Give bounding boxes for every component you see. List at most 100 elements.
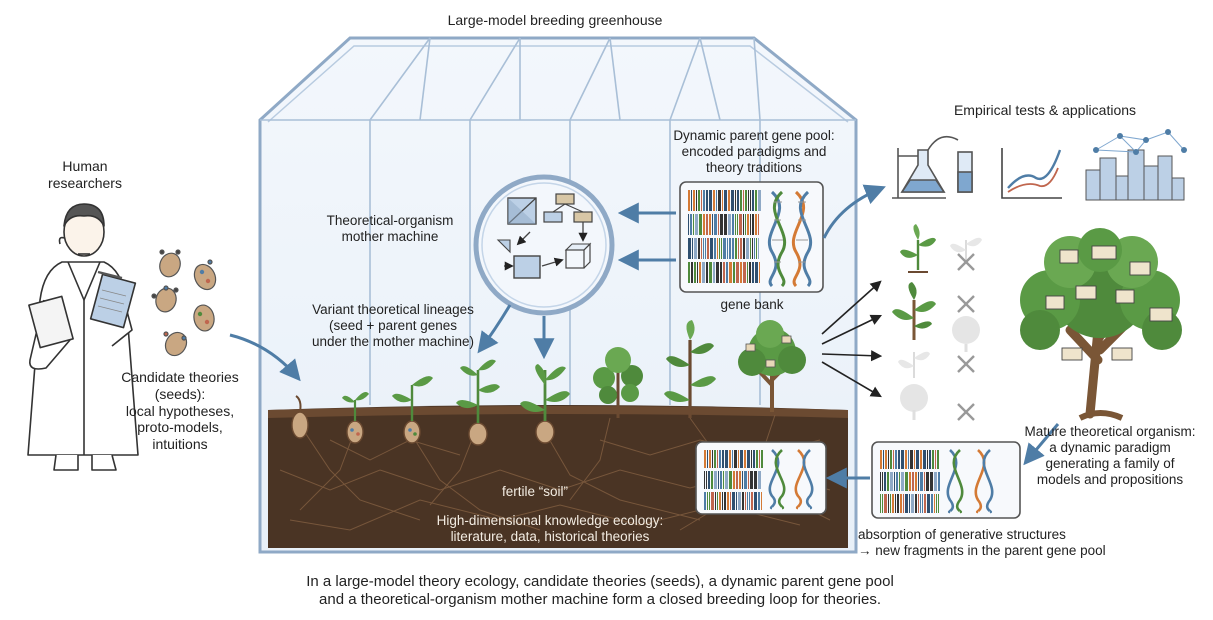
gene-bar [918, 494, 919, 513]
absorbed-structure-box [871, 441, 1021, 519]
gene-bar [733, 262, 735, 283]
gene-bar [924, 472, 925, 491]
gene-bar [702, 262, 705, 283]
gene-bar [695, 214, 698, 235]
gene-bar [724, 190, 727, 211]
gene-bar [718, 471, 719, 489]
gene-bar [723, 471, 724, 489]
gene-bar [731, 190, 734, 211]
gene-bar [880, 450, 882, 469]
gene-bar [712, 214, 713, 235]
gene-bar [736, 471, 738, 489]
gene-bar [701, 190, 702, 211]
gene-bar [755, 190, 757, 211]
gene-bar [721, 238, 722, 259]
gene-bar [926, 472, 929, 491]
gene-bar [918, 472, 919, 491]
gene-bar [882, 494, 883, 513]
gene-bar [723, 262, 725, 283]
gene-bar [703, 214, 705, 235]
gene-bar [743, 190, 744, 211]
gene-bar [894, 472, 895, 491]
variant-lineages-label: Variant theoretical lineages (seed + par… [311, 302, 475, 349]
gene-bar [744, 471, 747, 489]
gene-bar [740, 450, 743, 468]
gene-bar [714, 238, 716, 259]
gene-bar [707, 450, 708, 468]
gene-bar [704, 450, 706, 468]
gene-bar [748, 471, 749, 489]
mature-organism-label: Mature theoretical organism: a dynamic p… [1024, 424, 1196, 487]
gene-bar [740, 238, 742, 259]
gene-bar [709, 262, 712, 283]
gene-bar [745, 492, 746, 510]
gene-bar [938, 472, 940, 491]
faded-tree-icon [952, 316, 980, 352]
gene-bar [698, 238, 700, 259]
gene-bar [759, 262, 760, 283]
gene-bar [747, 450, 750, 468]
barcode-icon [880, 450, 940, 513]
gene-bar [897, 494, 899, 513]
gene-bar [914, 450, 915, 469]
gene-bar [713, 190, 715, 211]
gene-bar [715, 492, 716, 510]
gene-bar [756, 450, 758, 468]
gene-bar [758, 471, 761, 489]
gene-bar [719, 238, 720, 259]
gene-bar [691, 190, 692, 211]
arrow-genebank-to-tests [822, 184, 886, 239]
gene-bar [714, 214, 717, 235]
young-tree [738, 320, 806, 412]
gene-bar [916, 450, 919, 469]
candidate-theories-label: Candidate theories (seeds): local hypoth… [121, 369, 239, 453]
faded-sprout-icon [950, 237, 982, 260]
gene-bar [934, 472, 937, 491]
gene-bar [729, 238, 731, 259]
gene-bar [743, 262, 746, 283]
gene-bar [730, 492, 731, 510]
gene-bar [738, 492, 741, 510]
gene-bar [714, 450, 716, 468]
gene-bar [882, 472, 883, 491]
city-network-icon [1085, 129, 1187, 201]
gene-bar [736, 492, 737, 510]
gene-bar [899, 472, 900, 491]
gene-bar [750, 214, 751, 235]
gene-bar [887, 472, 889, 491]
gene-bar [694, 262, 696, 283]
gene-bar [725, 471, 728, 489]
gene-bar [885, 450, 887, 469]
gene-bar [900, 494, 902, 513]
sprout-stage-1 [291, 395, 309, 439]
gene-bar [688, 214, 689, 235]
gene-bar [688, 262, 690, 283]
gene-bar [747, 492, 748, 510]
gene-bar [736, 262, 739, 283]
gene-bar [710, 238, 713, 259]
gene-bar [750, 471, 753, 489]
gene-bar [752, 190, 754, 211]
seed-icon [151, 249, 217, 357]
gene-bar [717, 492, 718, 510]
gene-bar [758, 492, 760, 510]
gene-bar [709, 190, 712, 211]
gene-bar [727, 238, 728, 259]
gene-bar [690, 214, 692, 235]
gene-bar [712, 450, 713, 468]
gene-bar [726, 262, 728, 283]
gene-bar [884, 472, 886, 491]
greenhouse-title: Large-model breeding greenhouse [447, 12, 663, 28]
gene-bar [922, 494, 923, 513]
gene-bar [729, 450, 731, 468]
gene-bar [920, 472, 923, 491]
sprout-stage-2 [342, 392, 369, 444]
gene-bar [699, 214, 702, 235]
gene-bank-label: gene bank [720, 297, 784, 312]
gene-bar [704, 492, 706, 510]
gene-bar [693, 214, 694, 235]
gene-bar [694, 238, 697, 259]
sprout-stage-4 [456, 359, 500, 446]
gene-bar [890, 494, 891, 513]
